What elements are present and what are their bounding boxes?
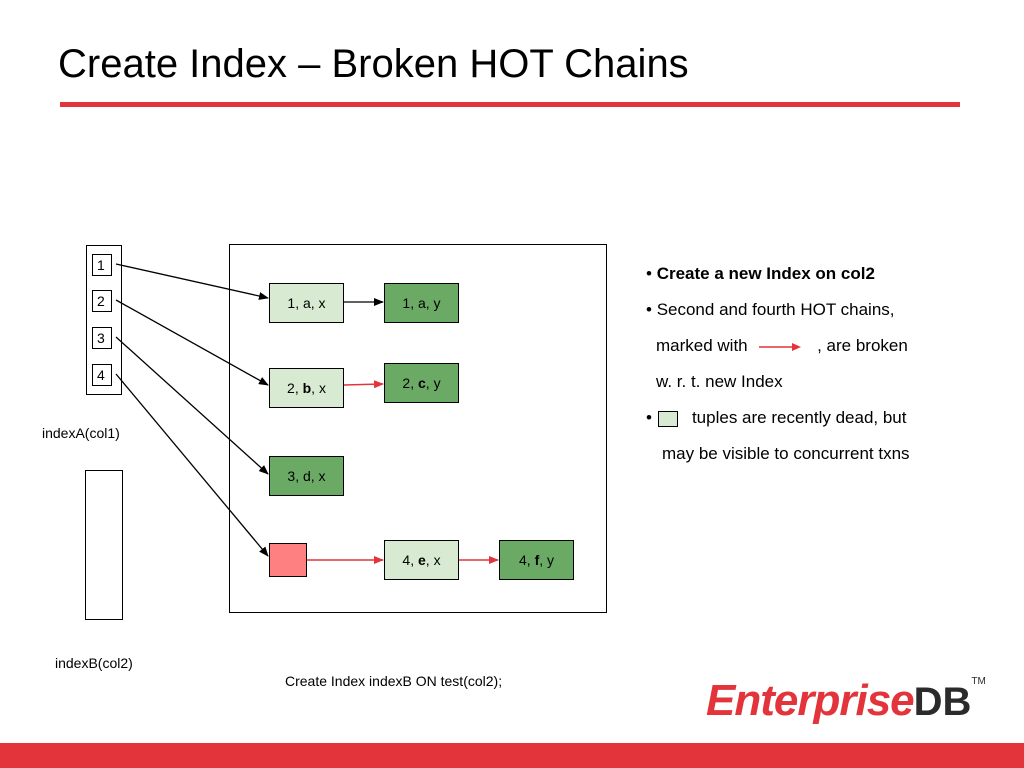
note-2-line2-pre: marked with	[656, 336, 748, 355]
tuple-2-c-pre: 2,	[402, 375, 418, 391]
slide-title: Create Index – Broken HOT Chains	[58, 42, 689, 86]
note-2-cont: marked with , are broken	[646, 328, 1006, 364]
tuple-4-f-bold: f	[534, 552, 540, 568]
tuple-4-dead	[269, 543, 307, 577]
note-3: • tuples are recently dead, but	[646, 400, 1006, 436]
tuple-1-x: 1, a, x	[269, 283, 344, 323]
index-b-frame	[85, 470, 123, 620]
logo-enterprise: Enterprise	[706, 676, 915, 725]
sql-statement: Create Index indexB ON test(col2);	[285, 673, 503, 689]
index-a-entry-3: 3	[92, 327, 112, 349]
tuple-2-b: 2, b, x	[269, 368, 344, 408]
note-1-text: Create a new Index on col2	[656, 264, 875, 283]
red-arrow-legend-icon	[758, 329, 802, 365]
index-a-label: indexA(col1)	[42, 425, 120, 441]
index-a-entry-2: 2	[92, 290, 112, 312]
logo-tm: TM	[971, 676, 986, 687]
note-2-line2-post: , are broken	[817, 336, 908, 355]
bullet-dot-2: •	[646, 300, 652, 319]
bullet-dot-3: •	[646, 408, 652, 427]
note-2: • Second and fourth HOT chains,	[646, 292, 1006, 328]
tuple-2-c-post: , y	[425, 375, 441, 391]
enterprisedb-logo: EnterpriseDBTM	[706, 676, 986, 726]
tuple-2-b-post: , x	[311, 380, 326, 396]
tuple-2-c: 2, c, y	[384, 363, 459, 403]
note-1: • Create a new Index on col2	[646, 256, 1006, 292]
tuple-1-y: 1, a, y	[384, 283, 459, 323]
tuple-4-f-pre: 4,	[518, 552, 535, 568]
index-b-label: indexB(col2)	[55, 655, 133, 671]
note-2-line3: w. r. t. new Index	[656, 372, 783, 391]
tuple-4-e-pre: 4,	[402, 552, 418, 568]
index-a-entry-1: 1	[92, 254, 112, 276]
title-rule	[60, 102, 960, 107]
note-2-line1: Second and fourth HOT chains,	[656, 300, 895, 319]
tuple-2-b-bold: b	[302, 380, 312, 396]
logo-db: DB	[913, 680, 972, 724]
tuple-4-e: 4, e, x	[384, 540, 459, 580]
tuple-4-f: 4, f, y	[499, 540, 574, 580]
notes: • Create a new Index on col2 • Second an…	[646, 256, 1006, 472]
tuple-4-e-post: , x	[425, 552, 441, 568]
tuple-2-c-bold: c	[418, 375, 426, 391]
tuple-4-f-post: , y	[539, 552, 555, 568]
note-3-line1: tuples are recently dead, but	[691, 408, 907, 427]
tuple-2-b-pre: 2,	[287, 380, 303, 396]
tuple-4-e-bold: e	[418, 552, 426, 568]
note-3-line2: may be visible to concurrent txns	[662, 444, 910, 463]
bullet-dot-1: •	[646, 264, 652, 283]
index-a-entry-4: 4	[92, 364, 112, 386]
footer-band	[0, 743, 1024, 768]
tuple-3-d: 3, d, x	[269, 456, 344, 496]
recently-dead-legend-icon	[657, 410, 678, 427]
